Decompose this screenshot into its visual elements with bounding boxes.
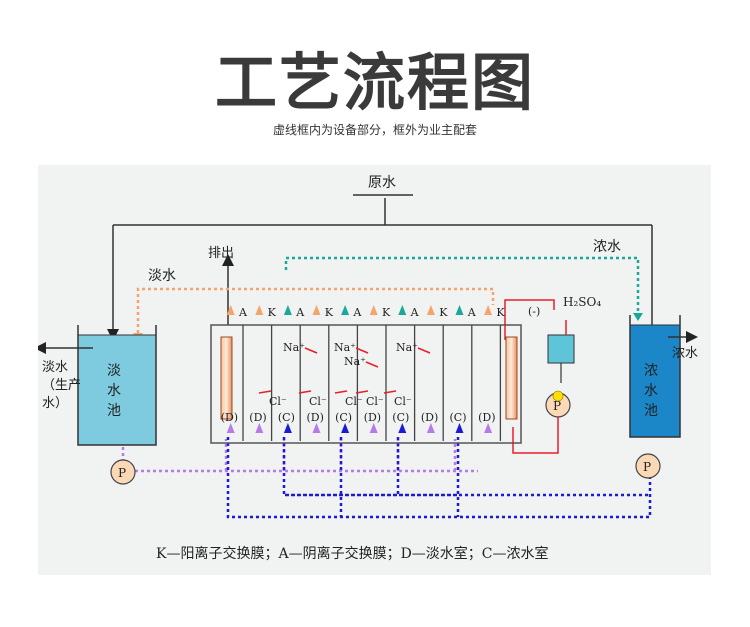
- chamber-label: (D): [249, 411, 266, 424]
- chamber-label: (C): [392, 411, 409, 424]
- chamber-outflow-arrow: [341, 305, 350, 315]
- membrane-label: A: [238, 306, 248, 319]
- fresh-out-label-2: （生产: [42, 378, 81, 393]
- cl-ion-label: Cl⁻: [394, 395, 412, 408]
- chamber-outflow-arrow: [312, 305, 321, 315]
- conc-tank-char-2: 水: [644, 383, 658, 399]
- ion-arrow: [258, 390, 272, 394]
- ion-arrow: [365, 361, 379, 368]
- chamber-inflow-arrow: [283, 423, 292, 433]
- cl-ion-label: Cl⁻: [269, 395, 287, 408]
- legend-text: K—阳离子交换膜；A—阴离子交换膜；D—淡水室；C—浓水室: [156, 545, 549, 562]
- fresh-tank-char-1: 淡: [107, 363, 121, 379]
- chamber-outflow-arrow: [255, 305, 264, 315]
- chamber-outflow-arrow: [283, 305, 292, 315]
- conc-tank-char-1: 浓: [644, 363, 658, 379]
- cl-ion-label: Cl⁻: [366, 395, 384, 408]
- ion-arrow: [355, 390, 369, 394]
- conc-tank-char-3: 池: [644, 403, 658, 419]
- fresh-tank-char-3: 池: [107, 403, 121, 419]
- membrane-label: K: [496, 306, 505, 319]
- conc-pump-label: P: [643, 460, 651, 474]
- chamber-outflow-arrow: [484, 305, 493, 315]
- cl-ion-label: Cl⁻: [345, 395, 363, 408]
- chamber-label: (D): [364, 411, 381, 424]
- membrane-label: A: [467, 306, 477, 319]
- membrane-label: A: [410, 306, 420, 319]
- page-subtitle: 虚线框内为设备部分，框外为业主配套: [272, 123, 477, 137]
- chamber-inflow-arrow: [369, 423, 378, 433]
- ion-arrow: [298, 390, 312, 394]
- chamber-label: (C): [450, 411, 467, 424]
- membrane-group: A K A K A K A K A K (D) (D) (C) (D) (C) (D) (C) (D) (C) (D): [221, 305, 505, 441]
- fresh-feed-line: [121, 439, 478, 473]
- chamber-inflow-arrow: [484, 423, 493, 433]
- electrode-sign: (-): [528, 305, 540, 318]
- ion-arrow: [417, 347, 431, 354]
- process-diagram: 原水 排出 淡水 浓水 淡 水 池 淡水 （生产 水） 浓 水 池 浓水: [38, 165, 711, 575]
- page-title: 工艺流程图: [214, 46, 535, 119]
- fresh-water-return: 淡水: [133, 268, 495, 341]
- chamber-label: (D): [221, 411, 238, 424]
- ion-arrow: [355, 347, 369, 354]
- na-ion-label: Na⁺: [283, 341, 305, 354]
- chamber-inflow-arrow: [226, 423, 235, 433]
- membrane-label: K: [325, 306, 334, 319]
- na-ion-label: Na⁺: [396, 341, 418, 354]
- chamber-outflow-arrow: [226, 305, 235, 315]
- fresh-water-tank: 淡 水 池: [38, 325, 157, 446]
- chamber-label: (C): [335, 411, 352, 424]
- membrane-label: K: [268, 306, 277, 319]
- conc-water-line-label: 浓水: [593, 239, 621, 255]
- chamber-inflow-arrow: [341, 423, 350, 433]
- ion-arrow: [383, 390, 397, 394]
- conc-pump: P: [635, 453, 661, 479]
- chamber-label: (D): [421, 411, 438, 424]
- fresh-out-label-1: 淡水: [42, 360, 68, 375]
- na-ion-label: Na⁺: [344, 355, 366, 368]
- membrane-label: A: [295, 306, 305, 319]
- chamber-label: (D): [478, 411, 495, 424]
- chamber-outflow-arrow: [398, 305, 407, 315]
- chamber-label: (C): [278, 411, 295, 424]
- raw-water-feed: 原水: [107, 175, 658, 341]
- conc-out-label: 浓水: [672, 346, 698, 361]
- ion-arrow: [334, 390, 348, 394]
- conc-feed-line: [226, 437, 652, 519]
- chamber-outflow-arrow: [455, 305, 464, 315]
- fresh-pump-label: P: [118, 466, 126, 480]
- chamber-inflow-arrow: [255, 423, 264, 433]
- raw-water-label: 原水: [368, 175, 396, 191]
- chamber-inflow-arrow: [312, 423, 321, 433]
- fresh-out-label-3: 水）: [42, 396, 68, 411]
- acid-label: H₂SO₄: [563, 295, 601, 309]
- cl-ion-label: Cl⁻: [309, 395, 327, 408]
- ion-arrow: [304, 347, 318, 354]
- acid-dosing: (-) H₂SO₄ P: [504, 295, 601, 454]
- chamber-outflow-arrow: [369, 305, 378, 315]
- chamber-inflow-arrow: [426, 423, 435, 433]
- fresh-water-line-label: 淡水: [148, 268, 176, 284]
- chamber-inflow-arrow: [455, 423, 464, 433]
- conc-water-tank: 浓 水 池 浓水: [629, 315, 698, 438]
- na-ion-label: Na⁺: [334, 341, 356, 354]
- membrane-label: A: [352, 306, 362, 319]
- membrane-label: K: [439, 306, 448, 319]
- fresh-tank-char-2: 水: [107, 383, 121, 399]
- membrane-label: K: [382, 306, 391, 319]
- acid-pump-label: P: [553, 399, 561, 413]
- fresh-pump: P: [110, 459, 136, 485]
- chamber-label: (D): [307, 411, 324, 424]
- ion-group: Na⁺Na⁺Na⁺Na⁺Cl⁻Cl⁻Cl⁻Cl⁻Cl⁻: [258, 341, 431, 408]
- conc-water-return: 浓水: [284, 239, 643, 321]
- ed-stack: A K A K A K A K A K (D) (D) (C) (D) (C) (D) (C) (D) (C) (D)…: [210, 305, 522, 444]
- discharge-label: 排出: [208, 246, 234, 261]
- chamber-inflow-arrow: [398, 423, 407, 433]
- chamber-outflow-arrow: [426, 305, 435, 315]
